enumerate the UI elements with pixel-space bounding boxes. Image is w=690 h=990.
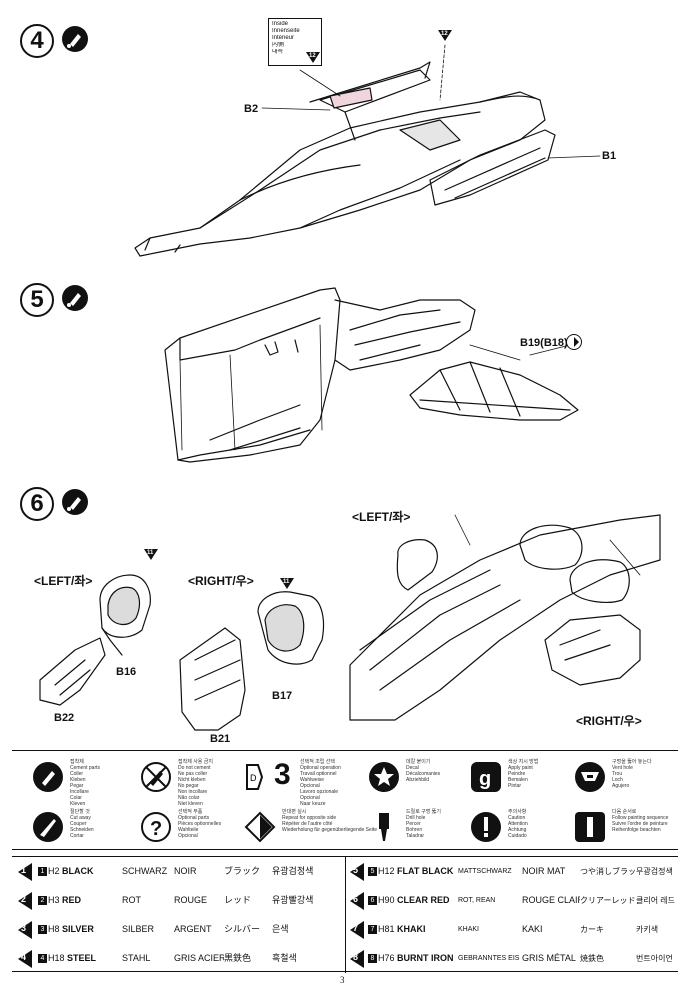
color-tag-triangle: 12 (306, 52, 320, 63)
cement-icon (62, 26, 88, 52)
opposite-side-icon (566, 334, 582, 350)
svg-text:D: D (250, 773, 257, 783)
assembly-drawings (39, 44, 661, 731)
part-label-b2: B2 (244, 103, 259, 115)
step5-fuselage-drawing (164, 287, 476, 463)
part-label-b22: B22 (54, 712, 75, 724)
drill-icon (379, 813, 389, 841)
part-label-b17: B17 (272, 690, 293, 702)
detail-right-label: <RIGHT/우> (576, 714, 642, 728)
left-label: <LEFT/좌> (34, 574, 93, 588)
caution-icon (471, 812, 501, 842)
svg-text:?: ? (150, 818, 162, 840)
page-number: 3 (340, 975, 345, 985)
color-tag-triangle: 12 (438, 30, 452, 41)
step5-wing-drawing (409, 361, 579, 421)
sequence-icon (575, 812, 605, 842)
part-label-b1: B1 (602, 150, 617, 162)
detail-left-label: <LEFT/좌> (352, 510, 411, 524)
step-number-4: 4 (20, 24, 54, 58)
step4-fuselage-drawing (134, 61, 556, 257)
part-label-b16: B16 (116, 666, 137, 678)
vent-hole-icon (575, 762, 605, 792)
step-number-6: 6 (20, 487, 54, 521)
color-tag-triangle: 11 (280, 578, 294, 589)
step6-left-intake-drawing (39, 574, 151, 706)
part-label-b21: B21 (210, 733, 231, 745)
step6-detail-drawing (349, 514, 661, 721)
cement-icon (33, 762, 63, 792)
question-icon: ? (141, 812, 171, 842)
step-number-5: 5 (20, 283, 54, 317)
opposite-side-icon (244, 811, 276, 843)
right-label: <RIGHT/우> (188, 574, 254, 588)
no-cement-icon (141, 762, 171, 792)
part-label-b19-b18: B19(B18) (520, 337, 568, 349)
paint-g-icon: g (471, 762, 501, 792)
inside-note-box: Inside Innenseite Intérieur 内側 내측 (268, 18, 322, 66)
knife-icon (33, 812, 63, 842)
decal-star-icon (369, 762, 399, 792)
cement-icon (62, 285, 88, 311)
color-tag-triangle: 11 (144, 549, 158, 560)
optional-parts-icon: D (246, 764, 264, 790)
step6-right-intake-drawing (179, 591, 325, 731)
cement-icon (62, 489, 88, 515)
svg-text:g: g (479, 768, 491, 790)
